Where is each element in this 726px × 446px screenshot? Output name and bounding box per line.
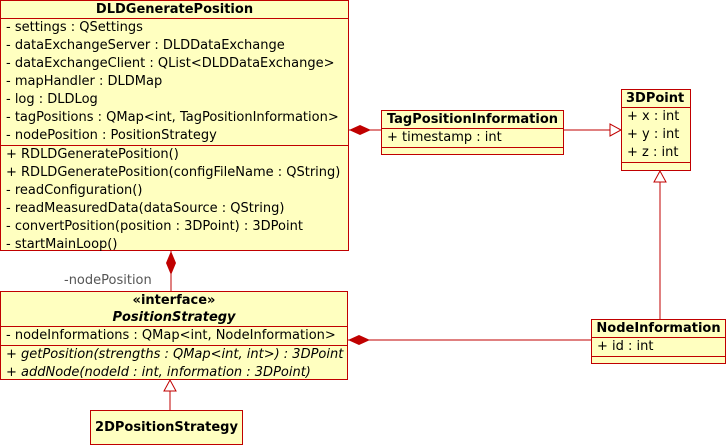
class-name: 3DPoint xyxy=(622,90,690,108)
operation-row: + getPosition(strengths : QMap<int, int>… xyxy=(6,347,344,362)
class-name: 2DPositionStrategy xyxy=(95,420,238,435)
class-2dpositionstrategy: 2DPositionStrategy xyxy=(90,410,243,445)
attributes-section: + x : int + y : int + z : int xyxy=(622,108,690,163)
class-name: TagPositionInformation xyxy=(382,111,563,129)
interface-header: «interface» PositionStrategy xyxy=(1,292,347,327)
interface-positionstrategy: «interface» PositionStrategy - nodeInfor… xyxy=(0,291,348,380)
class-nodeinformation: NodeInformation + id : int xyxy=(591,319,726,364)
class-3dpoint: 3DPoint + x : int + y : int + z : int xyxy=(621,89,691,171)
class-name: DLDGeneratePosition xyxy=(1,1,348,19)
attribute-row: - nodePosition : PositionStrategy xyxy=(6,128,217,143)
attribute-row: - settings : QSettings xyxy=(6,20,143,35)
attribute-row: - nodeInformations : QMap<int, NodeInfor… xyxy=(6,328,336,343)
composition-diamond-strategy-node xyxy=(348,335,370,345)
operation-row: - convertPosition(position : 3DPoint) : … xyxy=(6,219,303,234)
generalization-arrow-tag-point xyxy=(609,123,623,137)
attribute-row: + x : int xyxy=(627,109,680,124)
operations-section xyxy=(622,163,690,171)
attribute-row: - log : DLDLog xyxy=(6,92,98,107)
composition-diamond-dld-tag xyxy=(349,125,371,135)
operations-section xyxy=(382,148,563,156)
attribute-row: + id : int xyxy=(597,339,654,354)
attributes-section: + timestamp : int xyxy=(382,129,563,148)
attributes-section: - nodeInformations : QMap<int, NodeInfor… xyxy=(1,327,347,346)
operation-row: + RDLDGeneratePosition(configFileName : … xyxy=(6,165,341,180)
attribute-row: + y : int xyxy=(627,127,680,142)
operation-row: - startMainLoop() xyxy=(6,237,118,252)
attributes-section: - settings : QSettings - dataExchangeSer… xyxy=(1,19,348,146)
attribute-row: - dataExchangeServer : DLDDataExchange xyxy=(6,38,285,53)
attribute-row: + timestamp : int xyxy=(387,130,502,145)
class-tagpositioninformation: TagPositionInformation + timestamp : int xyxy=(381,110,564,155)
class-name: PositionStrategy xyxy=(112,310,236,325)
operation-row: + RDLDGeneratePosition() xyxy=(6,147,179,162)
operations-section xyxy=(592,357,725,365)
stereotype-label: «interface» xyxy=(132,293,216,308)
composition-diamond-dld-strategy xyxy=(166,251,176,275)
generalization-arrow-node-point xyxy=(653,169,667,183)
generalization-arrow-2d-strategy xyxy=(163,378,177,392)
attribute-row: - tagPositions : QMap<int, TagPositionIn… xyxy=(6,110,339,125)
attributes-section: + id : int xyxy=(592,338,725,357)
operation-row: - readConfiguration() xyxy=(6,183,143,198)
class-name: NodeInformation xyxy=(592,320,725,338)
class-dldgenerateposition: DLDGeneratePosition - settings : QSettin… xyxy=(0,0,349,254)
operations-section: + getPosition(strengths : QMap<int, int>… xyxy=(1,346,347,382)
attribute-row: + z : int xyxy=(627,145,679,160)
operation-row: + addNode(nodeId : int, information : 3D… xyxy=(6,365,311,380)
attribute-row: - dataExchangeClient : QList<DLDDataExch… xyxy=(6,56,335,71)
attribute-row: - mapHandler : DLDMap xyxy=(6,74,163,89)
operation-row: - readMeasuredData(dataSource : QString) xyxy=(6,201,285,216)
operations-section: + RDLDGeneratePosition() + RDLDGenerateP… xyxy=(1,146,348,254)
role-label-nodeposition: -nodePosition xyxy=(64,273,152,288)
